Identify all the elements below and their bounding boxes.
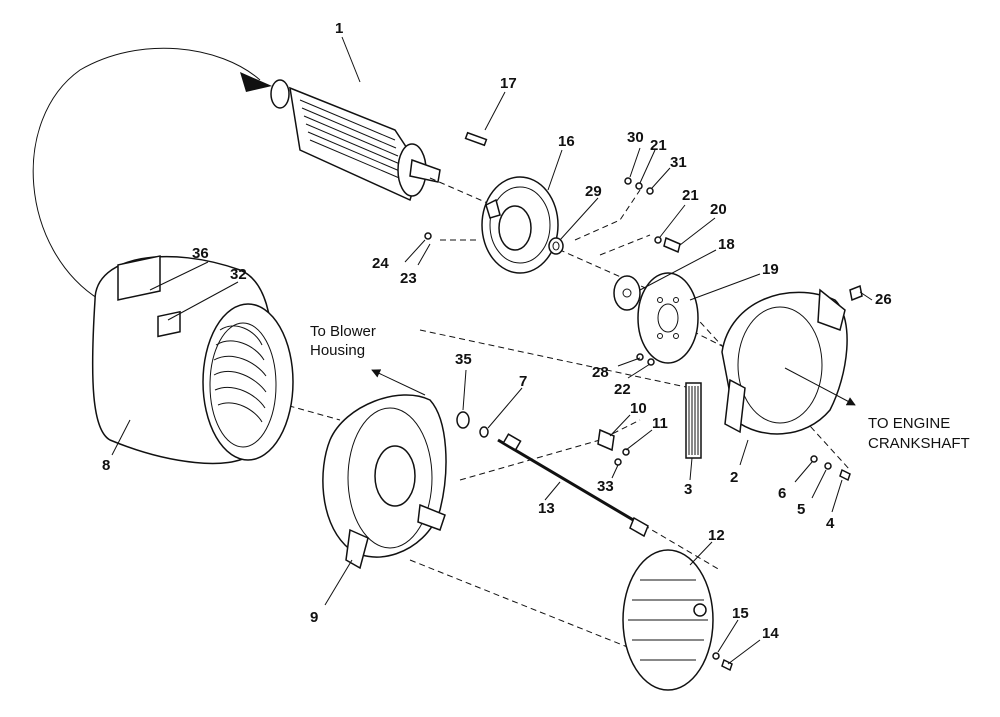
bolt xyxy=(849,284,863,302)
callout-8: 8 xyxy=(102,457,110,474)
pin xyxy=(464,131,488,147)
washer-small xyxy=(654,236,662,244)
callout-15: 15 xyxy=(732,605,749,622)
callout-4: 4 xyxy=(826,515,835,532)
callout-33: 33 xyxy=(597,478,614,495)
brush-holder xyxy=(685,382,702,459)
callout-21-upper: 21 xyxy=(650,137,667,154)
label-decal xyxy=(157,310,181,338)
callout-10: 10 xyxy=(630,400,647,417)
alignment-line xyxy=(409,559,661,661)
washer xyxy=(548,237,564,255)
engine-note-line1: TO ENGINE xyxy=(868,415,950,432)
clip xyxy=(479,426,489,438)
bracket xyxy=(597,428,615,452)
callout-7: 7 xyxy=(519,373,527,390)
callout-22: 22 xyxy=(614,381,631,398)
stator-housing xyxy=(91,255,294,465)
callout-16: 16 xyxy=(558,133,575,150)
bearing-seal xyxy=(456,411,470,429)
bolt xyxy=(663,236,681,254)
callout-29: 29 xyxy=(585,183,602,200)
callout-13: 13 xyxy=(538,500,555,517)
engine-direction-arrow xyxy=(784,367,856,406)
fastener xyxy=(647,358,655,366)
callout-20: 20 xyxy=(710,201,727,218)
fastener xyxy=(424,232,432,240)
alignment-line xyxy=(429,177,493,206)
alignment-line xyxy=(419,329,701,391)
bolt xyxy=(839,468,851,482)
washer-small xyxy=(824,462,832,470)
alignment-line xyxy=(574,189,641,241)
rear-cover xyxy=(622,549,714,691)
fastener xyxy=(635,182,643,190)
callout-5: 5 xyxy=(797,501,805,518)
screw xyxy=(622,448,630,456)
callout-28: 28 xyxy=(592,364,609,381)
callout-1: 1 xyxy=(335,20,343,37)
blower-direction-arrow xyxy=(371,369,426,396)
fastener xyxy=(646,187,654,195)
rear-bearing-carrier xyxy=(322,394,447,570)
engine-adapter xyxy=(721,288,848,435)
callout-23: 23 xyxy=(400,270,417,287)
callout-32: 32 xyxy=(230,266,247,283)
callout-21-lower: 21 xyxy=(682,187,699,204)
callout-9: 9 xyxy=(310,609,318,626)
callout-19: 19 xyxy=(762,261,779,278)
screw xyxy=(614,458,622,466)
leader-lines xyxy=(111,36,873,665)
callout-18: 18 xyxy=(718,236,735,253)
callout-2: 2 xyxy=(730,469,738,486)
callout-26: 26 xyxy=(875,291,892,308)
label-plate xyxy=(117,255,161,301)
rotor xyxy=(270,79,441,202)
blower-note-line2: Housing xyxy=(310,342,365,359)
stator-wire-loop xyxy=(32,47,261,301)
callout-14: 14 xyxy=(762,625,779,642)
callout-31: 31 xyxy=(670,154,687,171)
fastener xyxy=(624,177,632,185)
callout-12: 12 xyxy=(708,527,725,544)
fan xyxy=(481,176,559,274)
callout-30: 30 xyxy=(627,129,644,146)
adapter-plate xyxy=(613,275,641,311)
callout-11: 11 xyxy=(652,415,668,432)
screw xyxy=(712,652,720,660)
blower-note-line1: To Blower xyxy=(310,323,376,340)
washer-small xyxy=(810,455,818,463)
engine-note-line2: CRANKSHAFT xyxy=(868,435,970,452)
callout-6: 6 xyxy=(778,485,786,502)
flex-disk xyxy=(637,272,699,364)
alignment-line xyxy=(599,234,651,256)
callout-36: 36 xyxy=(192,245,209,262)
wire-arrow xyxy=(240,72,272,92)
through-bolt xyxy=(497,433,649,538)
callout-35: 35 xyxy=(455,351,472,368)
callout-3: 3 xyxy=(684,481,692,498)
callout-24: 24 xyxy=(372,255,389,272)
callout-17: 17 xyxy=(500,75,517,92)
alignment-line xyxy=(634,519,721,571)
